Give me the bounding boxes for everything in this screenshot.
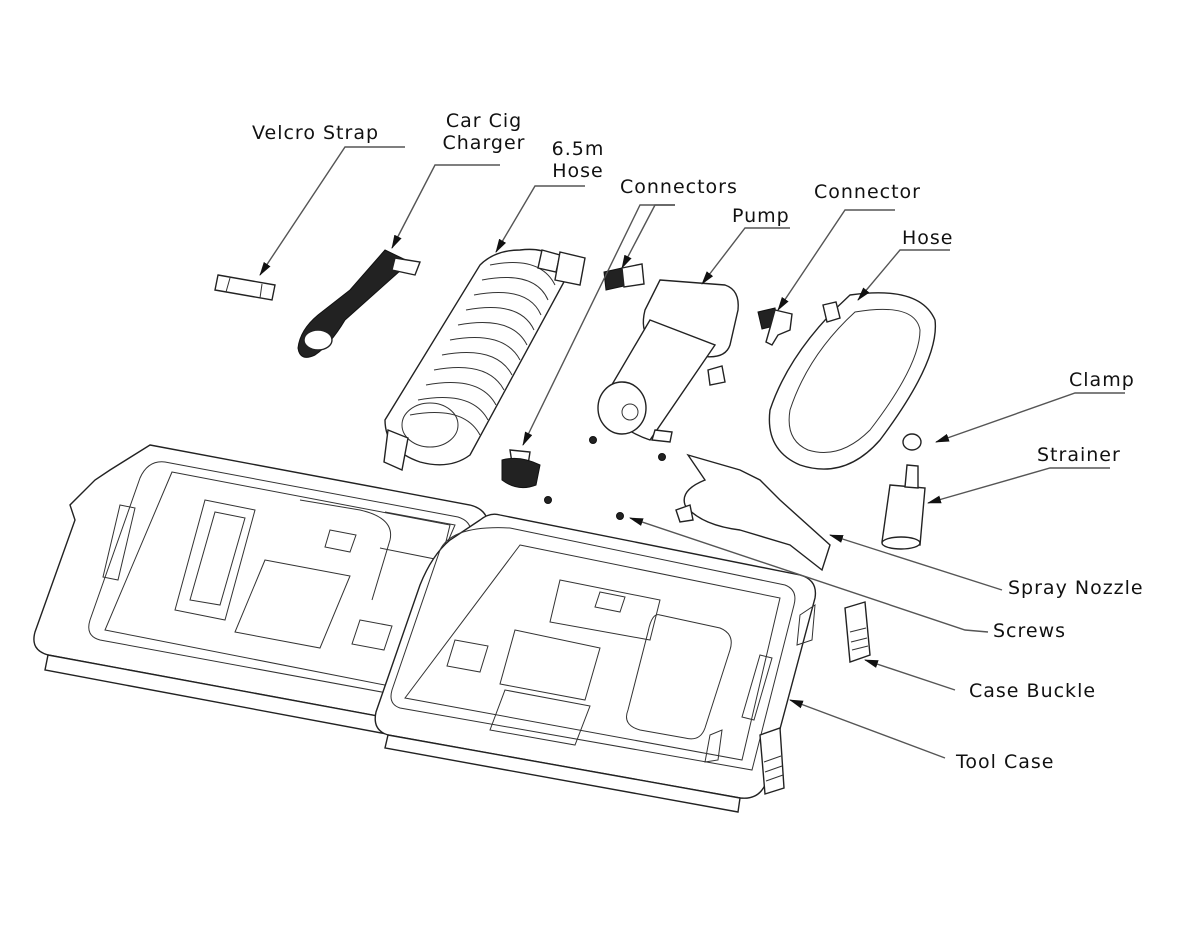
coiled-hose	[383, 248, 586, 471]
leader-connector	[777, 209, 895, 311]
spray-nozzle	[675, 453, 831, 572]
hose-loop	[768, 292, 937, 470]
leader-strainer	[927, 467, 1110, 504]
label-case-buckle: Case Buckle	[969, 680, 1097, 702]
label-car-cig-charger-line1: Car Cig	[445, 110, 523, 132]
connector-threaded	[501, 449, 541, 489]
leader-lines	[259, 146, 1125, 759]
label-connector: Connector	[814, 181, 921, 203]
leader-pump	[701, 227, 790, 285]
label-65m-hose-line1: 6.5m	[551, 138, 605, 160]
leader-65m-hose	[495, 185, 585, 253]
label-hose: Hose	[902, 227, 954, 249]
label-pump: Pump	[732, 205, 790, 227]
leader-screws	[629, 517, 989, 633]
case-buckle-top	[844, 601, 871, 663]
connector-elbow	[757, 307, 793, 346]
velcro-strap	[214, 274, 276, 301]
label-screws: Screws	[993, 620, 1067, 642]
strainer	[881, 464, 926, 550]
leader-case-buckle	[864, 659, 956, 691]
label-65m-hose: 6.5m Hose	[538, 138, 618, 182]
label-strainer: Strainer	[1037, 444, 1121, 466]
car-cig-charger	[297, 249, 421, 358]
label-clamp: Clamp	[1069, 369, 1135, 391]
pump	[597, 279, 739, 443]
label-tool-case: Tool Case	[956, 751, 1055, 773]
label-spray-nozzle: Spray Nozzle	[1008, 577, 1144, 599]
screws	[544, 436, 666, 520]
label-velcro-strap: Velcro Strap	[252, 122, 380, 144]
label-65m-hose-line2: Hose	[552, 160, 604, 182]
connector-straight	[603, 263, 645, 291]
label-connectors: Connectors	[620, 176, 738, 198]
label-car-cig-charger-line2: Charger	[442, 132, 526, 154]
leader-car-cig-charger	[391, 164, 500, 249]
leader-connectors-b	[621, 204, 675, 269]
label-car-cig-charger: Car Cig Charger	[424, 110, 544, 154]
leader-velcro-strap	[259, 146, 405, 276]
tool-case	[33, 444, 817, 813]
leader-hose	[857, 249, 950, 301]
case-buckle-bottom	[759, 727, 785, 795]
leader-clamp	[935, 392, 1125, 443]
clamp	[902, 433, 922, 451]
leader-spray-nozzle	[829, 534, 1003, 591]
leader-tool-case	[789, 699, 946, 759]
